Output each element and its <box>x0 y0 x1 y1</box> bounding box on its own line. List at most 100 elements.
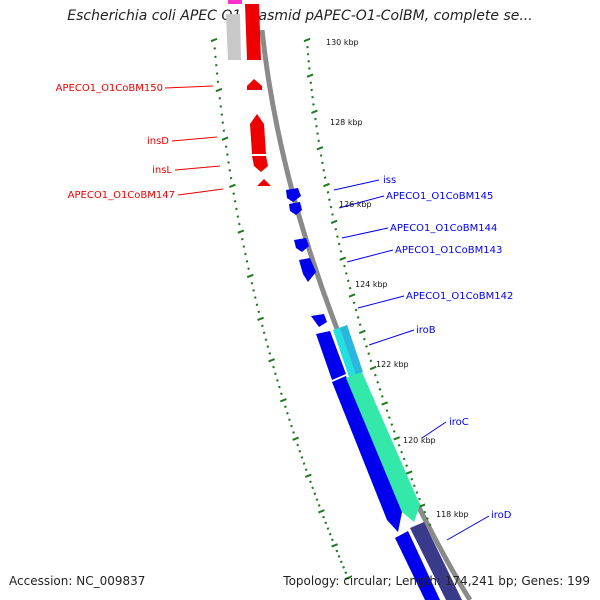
ruler-minor-tick <box>423 510 427 514</box>
ruler-minor-tick <box>228 168 232 172</box>
ruler-minor-tick <box>380 395 384 398</box>
ruler-minor-tick <box>235 207 238 211</box>
ruler-major-tick <box>405 470 413 475</box>
ruler-major-tick <box>215 87 223 93</box>
ruler-minor-tick <box>402 457 406 461</box>
gene-label: iss <box>383 175 396 186</box>
accession-label: Accession: NC_009837 <box>9 574 146 588</box>
ruler-minor-tick <box>232 192 236 195</box>
ruler-major-tick <box>358 329 366 335</box>
ruler-minor-tick <box>374 373 377 377</box>
ruler-minor-tick <box>225 153 229 156</box>
ruler-minor-tick <box>276 379 279 382</box>
ruler-major-tick <box>221 136 229 141</box>
left-leader-lines <box>164 85 224 196</box>
ruler-major-tick <box>210 37 218 43</box>
ruler-minor-tick <box>302 462 306 465</box>
ruler-major-tick <box>268 358 275 363</box>
ruler-minor-tick <box>307 59 311 63</box>
ruler-major-tick <box>418 503 426 508</box>
ruler-minor-tick <box>311 95 314 99</box>
ruler-major-tick <box>303 37 311 43</box>
feature-teal <box>346 372 420 522</box>
ruler-minor-tick <box>312 103 315 106</box>
ruler-minor-tick <box>242 245 246 248</box>
ruler-major-tick <box>228 183 236 189</box>
ruler-minor-tick <box>252 289 255 292</box>
ruler-minor-tick <box>315 498 319 501</box>
ruler-minor-tick <box>309 480 312 484</box>
ruler-major-tick <box>393 436 401 441</box>
ruler-major-tick <box>257 316 264 321</box>
ruler-minor-tick <box>346 279 350 283</box>
feature-grey-top <box>226 14 241 60</box>
ruler-minor-tick <box>352 301 356 305</box>
inner-ruler <box>303 37 432 527</box>
ruler-minor-tick <box>328 532 332 536</box>
ruler-minor-tick <box>317 139 321 143</box>
gene-label: APECO1_O1CoBM150 <box>56 83 163 94</box>
ruler-major-tick <box>381 401 389 406</box>
ruler-minor-tick <box>367 352 371 355</box>
ruler-major-tick <box>304 473 312 478</box>
ruler-major-tick <box>311 109 318 114</box>
ruler-minor-tick <box>363 337 366 341</box>
ruler-minor-tick <box>344 571 348 575</box>
ruler-minor-tick <box>283 405 287 409</box>
ruler-minor-tick <box>319 154 323 157</box>
ruler-major-tick <box>316 146 324 151</box>
ruler-minor-tick <box>262 331 266 335</box>
ruler-minor-tick <box>257 310 261 314</box>
ruler-minor-tick <box>315 124 318 128</box>
ruler-minor-tick <box>296 443 300 447</box>
outer-ruler <box>210 37 352 581</box>
ruler-minor-tick <box>388 416 391 419</box>
reverse-gene-arrow <box>395 531 440 600</box>
ruler-minor-tick <box>237 222 241 226</box>
ruler-minor-tick <box>335 549 339 553</box>
ruler-minor-tick <box>227 161 230 164</box>
ruler-minor-tick <box>214 55 217 59</box>
ruler-major-tick <box>306 73 314 78</box>
ruler-minor-tick <box>321 161 324 165</box>
ruler-label: 118 kbp <box>436 510 469 519</box>
ruler-minor-tick <box>290 424 293 428</box>
ruler-minor-tick <box>392 430 396 433</box>
ruler-minor-tick <box>418 497 421 501</box>
ruler-minor-tick <box>331 538 334 542</box>
ruler-minor-tick <box>216 80 220 84</box>
reverse-gene-arrow <box>294 238 309 252</box>
forward-gene-arrow <box>245 4 261 60</box>
ruler-minor-tick <box>214 63 218 67</box>
ruler-minor-tick <box>339 250 343 253</box>
ruler-minor-tick <box>224 145 228 148</box>
ruler-minor-tick <box>342 565 345 569</box>
feature-cyan-shade <box>340 325 363 375</box>
ruler-minor-tick <box>428 523 432 527</box>
ruler-minor-tick <box>288 418 291 422</box>
ruler-minor-tick <box>218 96 222 100</box>
ruler-minor-tick <box>244 252 247 256</box>
ruler-minor-tick <box>337 555 341 558</box>
ruler-major-tick <box>279 398 287 403</box>
ruler-major-tick <box>344 575 352 581</box>
ruler-minor-tick <box>307 67 311 70</box>
ruler-minor-tick <box>222 129 226 133</box>
ruler-minor-tick <box>298 449 302 453</box>
summary-label: Topology: circular; Length: 174,241 bp; … <box>283 574 590 588</box>
ruler-minor-tick <box>334 227 338 231</box>
gene-label: iroB <box>416 325 436 336</box>
ruler-minor-tick <box>322 168 326 172</box>
forward-gene-arrow <box>257 179 271 186</box>
ruler-label: 124 kbp <box>355 280 388 289</box>
ruler-major-tick <box>330 219 338 224</box>
ruler-minor-tick <box>390 423 394 426</box>
ruler-minor-tick <box>326 527 330 530</box>
ruler-major-tick <box>323 182 330 188</box>
ruler-minor-tick <box>354 308 358 312</box>
ruler-minor-tick <box>250 281 254 285</box>
ruler-minor-tick <box>314 117 317 121</box>
forward-gene-arrow <box>252 156 268 172</box>
ruler-minor-tick <box>309 81 313 85</box>
